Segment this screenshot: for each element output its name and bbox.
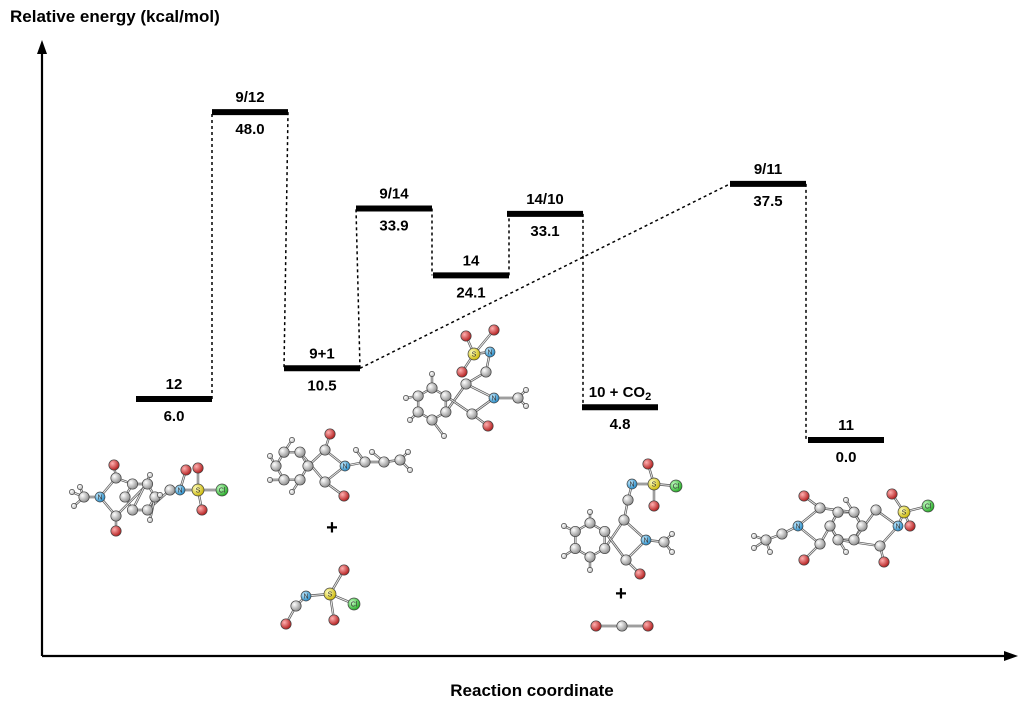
- level-value: 6.0: [164, 408, 185, 425]
- svg-text:N: N: [342, 464, 347, 471]
- molecule-1: S Cl N: [280, 564, 361, 630]
- svg-text:N: N: [795, 524, 800, 531]
- level-label: 9/12: [235, 89, 264, 106]
- connector-1: [283, 112, 289, 369]
- level-value: 37.5: [753, 193, 782, 210]
- energy-level: 14 24.1: [433, 252, 509, 301]
- svg-text:Cl: Cl: [219, 488, 226, 495]
- svg-text:N: N: [177, 488, 182, 495]
- level-label: 9/11: [754, 161, 782, 178]
- level-value: 33.9: [379, 217, 408, 234]
- connector-2: [355, 208, 361, 369]
- connector-lines: [211, 112, 807, 440]
- svg-text:N: N: [643, 538, 648, 545]
- svg-text:N: N: [629, 482, 634, 489]
- energy-level: 9/14 33.9: [356, 185, 432, 234]
- svg-text:Cl: Cl: [925, 504, 932, 511]
- x-axis-arrow: [1004, 651, 1018, 661]
- energy-level: 110.0: [808, 417, 884, 466]
- molecule-co2: [590, 620, 654, 632]
- svg-text:S: S: [902, 510, 907, 517]
- energy-level: 10 + CO2 4.8: [582, 384, 658, 433]
- level-label: 11: [838, 417, 854, 434]
- level-label: 9/14: [379, 185, 409, 202]
- connector-6: [359, 183, 731, 369]
- energy-level: 9/12 48.0: [212, 89, 288, 138]
- level-label: 14: [463, 252, 480, 269]
- level-value: 48.0: [235, 121, 264, 138]
- svg-text:S: S: [328, 592, 333, 599]
- svg-text:S: S: [196, 488, 201, 495]
- svg-text:S: S: [472, 352, 477, 359]
- energy-levels: 126.09/1248.09+110.59/1433.91424.114/103…: [136, 89, 884, 466]
- energy-level: 9/11 37.5: [730, 161, 806, 210]
- level-value: 0.0: [836, 449, 857, 466]
- level-label: 14/10: [526, 191, 564, 208]
- plus-sign-2: +: [615, 583, 627, 605]
- level-value: 33.1: [530, 223, 559, 240]
- plus-sign-1: +: [326, 517, 338, 539]
- x-axis-title: Reaction coordinate: [450, 681, 613, 700]
- energy-level: 14/10 33.1: [507, 191, 583, 240]
- level-label: 12: [166, 376, 183, 393]
- svg-text:Cl: Cl: [351, 602, 358, 609]
- svg-text:N: N: [97, 495, 102, 502]
- level-value: 4.8: [610, 416, 631, 433]
- y-axis-title: Relative energy (kcal/mol): [10, 7, 220, 26]
- energy-level: 126.0: [136, 376, 212, 425]
- svg-text:Cl: Cl: [673, 484, 680, 491]
- level-label: 10 + CO2: [589, 384, 651, 403]
- energy-level: 9+1 10.5: [284, 345, 360, 394]
- svg-text:S: S: [652, 482, 657, 489]
- axes: [37, 40, 1018, 661]
- svg-text:N: N: [487, 350, 492, 357]
- molecule-12: N N S Cl: [69, 459, 229, 537]
- level-label: 9+1: [309, 345, 334, 362]
- molecule-9: N: [267, 428, 413, 502]
- svg-text:N: N: [303, 594, 308, 601]
- molecule-10: N N S Cl: [561, 458, 683, 580]
- svg-text:N: N: [491, 396, 496, 403]
- y-axis-arrow: [37, 40, 47, 54]
- level-value: 24.1: [456, 284, 485, 301]
- svg-text:N: N: [895, 524, 900, 531]
- molecule-14: N N S: [403, 324, 529, 439]
- level-value: 10.5: [307, 377, 336, 394]
